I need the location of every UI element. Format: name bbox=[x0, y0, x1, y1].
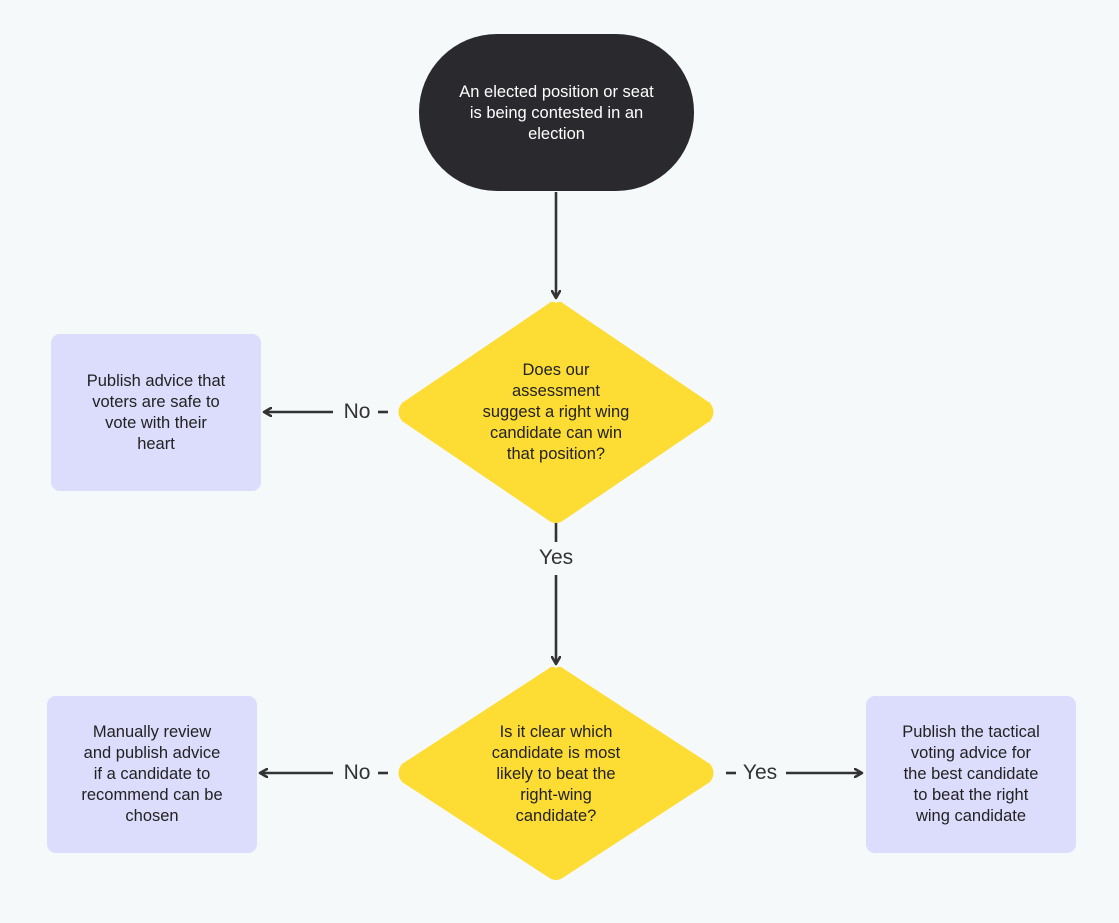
edge-label-decision1-no: No bbox=[338, 400, 376, 424]
decision-diamond-2 bbox=[398, 666, 714, 880]
edge-label-decision2-yes: Yes bbox=[738, 761, 782, 785]
manual-review-text: Manually review and publish advice if a … bbox=[81, 723, 223, 825]
safe-advice-text: Publish advice that voters are safe to v… bbox=[86, 371, 226, 453]
tactical-advice-text: Publish the tactical voting advice for t… bbox=[902, 723, 1040, 825]
action-box-tactical-advice bbox=[866, 696, 1076, 853]
start-terminal bbox=[419, 34, 694, 191]
decision-1-text: Does our assessment suggest a right wing… bbox=[482, 360, 630, 463]
edge-label-decision2-no: No bbox=[338, 761, 376, 785]
decision-diamond-1 bbox=[398, 301, 714, 523]
decision-2-text: Is it clear which candidate is most like… bbox=[491, 722, 621, 825]
action-box-safe-advice bbox=[51, 334, 261, 491]
edge-label-decision1-yes: Yes bbox=[532, 546, 580, 570]
action-box-manual-review bbox=[47, 696, 257, 853]
start-terminal-text: An elected position or seat is being con… bbox=[459, 82, 654, 143]
